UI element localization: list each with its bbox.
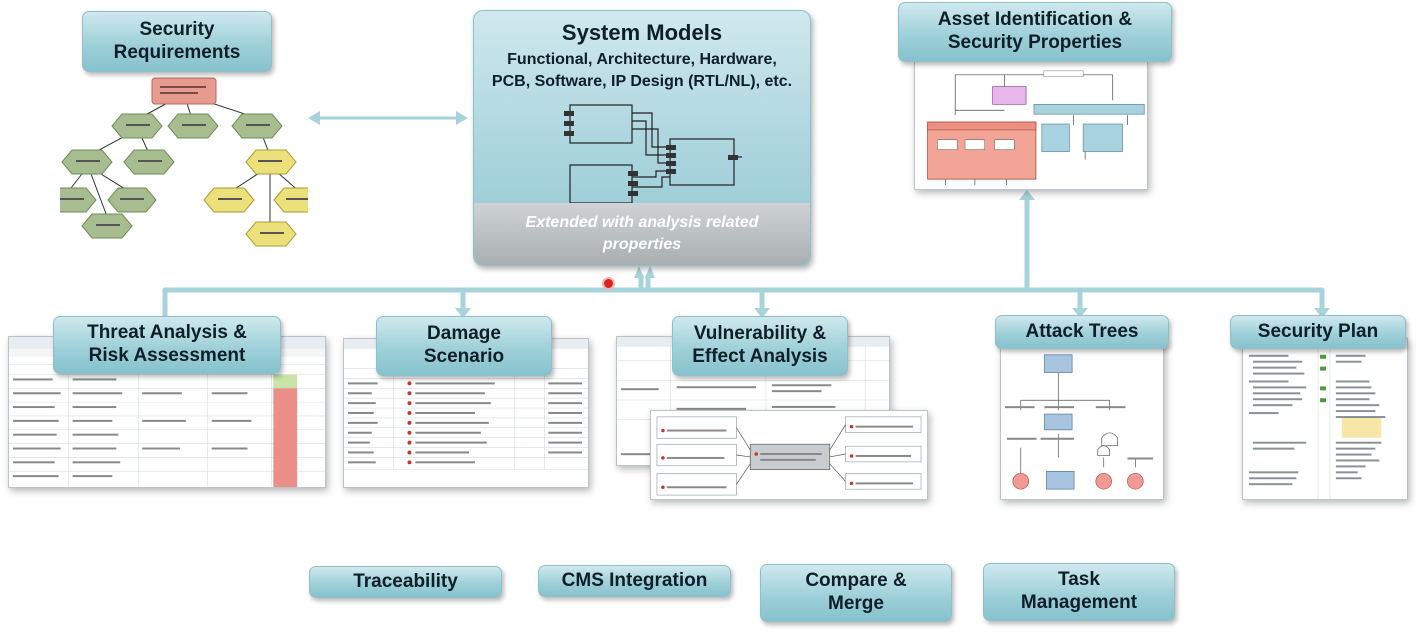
vulnerability-label[interactable]: Vulnerability & Effect Analysis — [672, 316, 848, 376]
attack-trees-text: Attack Trees — [1025, 320, 1139, 342]
cursor-indicator — [602, 277, 615, 290]
attack-trees-screenshot — [1000, 338, 1164, 500]
security-plan-label[interactable]: Security Plan — [1230, 315, 1406, 349]
system-models-title: System Models — [561, 20, 723, 45]
cms-integration-label[interactable]: CMS Integration — [538, 565, 731, 597]
damage-scenario-label[interactable]: Damage Scenario — [376, 316, 552, 376]
cms-integration-text: CMS Integration — [561, 569, 708, 591]
threat-analysis-text: Threat Analysis & Risk Assessment — [87, 322, 247, 366]
task-management-label[interactable]: Task Management — [983, 563, 1175, 621]
system-models-block-diagram — [564, 104, 742, 204]
damage-scenario-text: Damage Scenario — [423, 323, 505, 367]
threat-analysis-label[interactable]: Threat Analysis & Risk Assessment — [53, 316, 281, 374]
asset-identification-label[interactable]: Asset Identification & Security Properti… — [898, 2, 1172, 62]
security-requirements-text: Security Requirements — [113, 18, 241, 63]
vulnerability-text: Vulnerability & Effect Analysis — [692, 323, 828, 367]
vulnerability-effect-screenshot — [650, 410, 928, 500]
system-models-box[interactable]: System Models Functional, Architecture, … — [473, 10, 811, 266]
security-requirements-diagram — [60, 77, 308, 247]
asset-identification-text: Asset Identification & Security Properti… — [937, 9, 1133, 53]
security-plan-text: Security Plan — [1257, 320, 1379, 342]
security-plan-screenshot — [1242, 338, 1408, 500]
system-models-extension: Extended with analysis related propertie… — [474, 203, 810, 265]
compare-merge-label[interactable]: Compare & Merge — [760, 564, 952, 622]
attack-trees-label[interactable]: Attack Trees — [995, 315, 1169, 349]
asset-identification-screenshot — [914, 60, 1148, 190]
security-requirements-label[interactable]: Security Requirements — [82, 11, 272, 72]
task-management-text: Task Management — [1020, 569, 1138, 613]
traceability-text: Traceability — [353, 570, 458, 592]
traceability-label[interactable]: Traceability — [309, 566, 502, 598]
compare-merge-text: Compare & Merge — [805, 570, 907, 614]
system-models-subtitle: Functional, Architecture, Hardware, PCB,… — [491, 51, 793, 90]
